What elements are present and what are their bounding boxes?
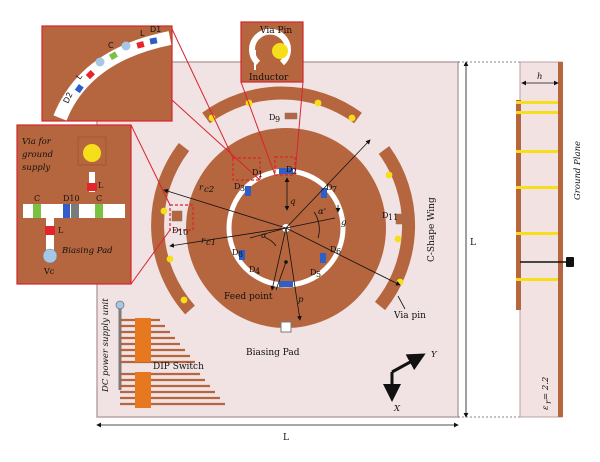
inset-biasing (16, 124, 132, 285)
diagram-label: D2 (62, 91, 75, 105)
diagram-label: L (74, 72, 84, 81)
diagram-label: r (544, 399, 554, 404)
diagram-label: 10 (178, 228, 188, 237)
label-via-pin: Via pin (393, 311, 426, 321)
diagram-label: 5 (316, 270, 321, 279)
diagram-label: 11 (388, 213, 398, 222)
dimension-labels: r c2 r c1 q g α α' p Feed point Via pin … (199, 183, 437, 358)
wing-vias (160, 99, 404, 304)
diagram-label: 7 (332, 185, 337, 194)
callout-boxes (169, 156, 296, 231)
dc-power-supply (115, 300, 225, 408)
label-d7: D (326, 183, 332, 192)
diagram-label: ε (541, 405, 551, 410)
label-d5: D (310, 268, 316, 277)
diagram-label: Vc (43, 267, 55, 276)
diagram-label: L (98, 181, 104, 190)
label-d2: D (286, 165, 292, 174)
label-d1: D (252, 168, 258, 177)
label-via-pin-top: Via Pin (259, 26, 292, 36)
label-axis-y: Y (431, 350, 438, 360)
wing-left (151, 143, 195, 315)
label-d11: D (382, 211, 388, 220)
label-alpha: α (261, 231, 267, 241)
xy-axis-arrows-icon (383, 353, 426, 402)
diagram-label: 4 (255, 267, 260, 276)
label-rc1: r (201, 236, 206, 246)
label-alpha-prime: α' (318, 207, 326, 217)
diagram-label: D1 (150, 25, 161, 34)
ring-diodes (239, 168, 327, 287)
label-ground-plane: Ground Plane (573, 141, 583, 200)
diagram-label: D10 (63, 194, 80, 203)
c-shape-wings (151, 86, 416, 315)
label-d10: D (172, 226, 178, 235)
diagram-label: C (34, 194, 40, 203)
diagram-label: 6 (336, 247, 341, 256)
dip-switch-icon (135, 318, 151, 362)
wing-top (202, 86, 362, 124)
label-feed-point: Feed point (224, 292, 273, 302)
diagram-label: 8 (238, 250, 243, 259)
wing-connectors (171, 112, 407, 225)
diagram-label: C (108, 41, 114, 50)
label-axis-x: X (393, 404, 401, 414)
side-view (516, 61, 574, 418)
label-d6: D (330, 245, 336, 254)
label-c-shape-wing: C-Shape Wing (427, 197, 437, 262)
label-rc2: r (199, 183, 204, 193)
diagram-label: 9 (275, 115, 280, 124)
label-d3: D (234, 182, 240, 191)
diagram-label: 2 (292, 167, 297, 176)
diagram-label: ground (22, 150, 54, 160)
diagram-label: Via for (22, 137, 52, 147)
diagram-label: 1 (258, 170, 263, 179)
label-d9: D (269, 113, 275, 122)
diagram-label: Biasing Pad (61, 246, 113, 256)
label-l-bottom: L (283, 433, 289, 443)
inset-via-pin (240, 21, 304, 83)
diagram-label: c1 (206, 238, 216, 248)
diagram-label: L (58, 226, 64, 235)
diode-labels: D D D D D D D D D D D 1 2 3 4 5 6 7 8 9 … (172, 113, 398, 279)
inset-biasing-labels: Via for ground supply L C D10 C L Biasin… (22, 137, 113, 276)
diagram-label: supply (22, 163, 50, 173)
diagram-label: c2 (204, 185, 214, 195)
label-d4: D (249, 265, 255, 274)
label-g: g (341, 218, 347, 228)
biasing-pad-main (280, 321, 292, 333)
label-epsilon: ε r = 2.2 (541, 377, 554, 410)
dimension-lines (163, 139, 401, 321)
diagram-label: L (140, 29, 145, 38)
label-l-right: L (470, 238, 476, 248)
diagram-label: 3 (240, 184, 245, 193)
label-p: p (298, 295, 304, 305)
label-d8: D (232, 248, 238, 257)
label-q: q (290, 197, 296, 207)
diagram-label: C (96, 194, 102, 203)
inset-zoom-arc: L D1 C D2 L (41, 25, 173, 122)
wing-right (374, 146, 416, 311)
label-biasing-pad: Biasing Pad (246, 348, 300, 358)
label-dc-power: DC power supply unit (101, 298, 111, 393)
diagram-label: = 2.2 (541, 377, 551, 400)
label-dip-switch: DIP Switch (153, 362, 204, 372)
label-inductor: Inductor (249, 73, 289, 83)
label-h: h (537, 72, 542, 82)
